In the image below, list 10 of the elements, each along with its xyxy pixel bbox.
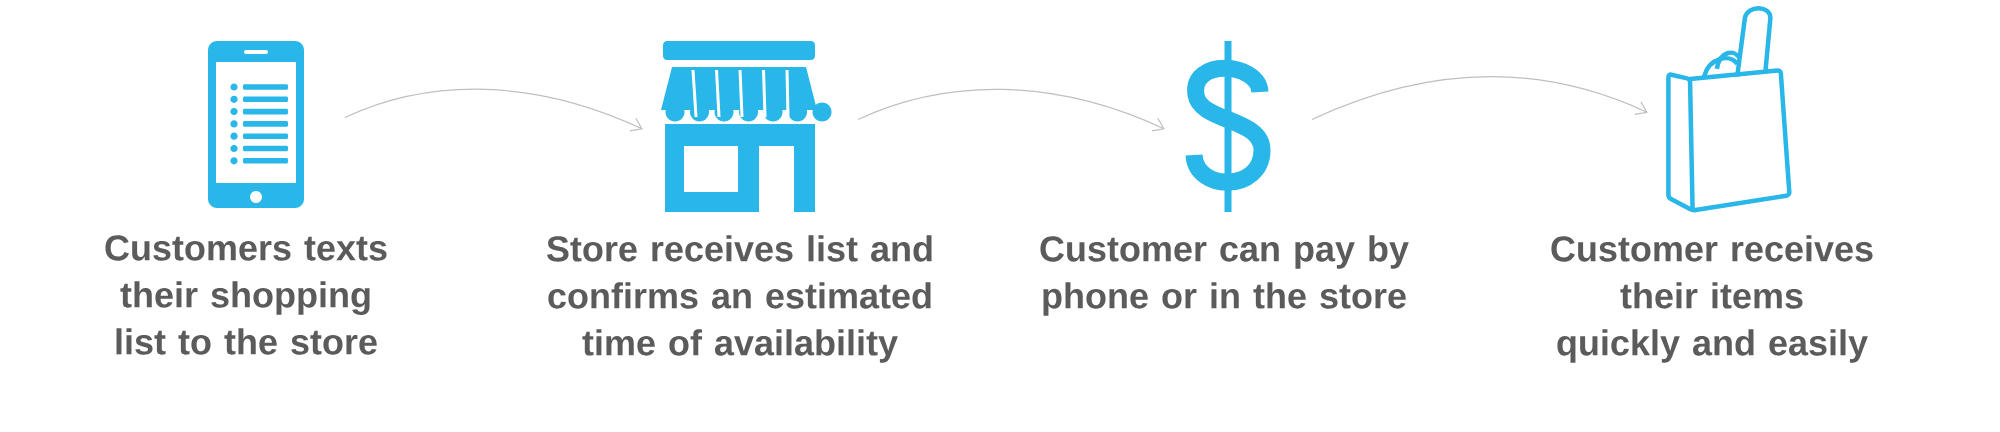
caption-text: Customer can pay by phone or in the store [1040,235,1409,316]
caption-text: Store receives list and confirms an estimated time of availability [546,235,932,363]
store-icon [661,41,832,212]
curved-arrow [857,88,1165,132]
curved-arrow [1311,76,1648,121]
caption-text: Customers texts their shopping list to the store [105,235,387,355]
curved-arrow [344,88,643,132]
shopping-bag-icon [1666,6,1792,213]
caption-text: Customer receives their items quickly and easily [1551,235,1873,363]
phone-icon [208,41,304,208]
